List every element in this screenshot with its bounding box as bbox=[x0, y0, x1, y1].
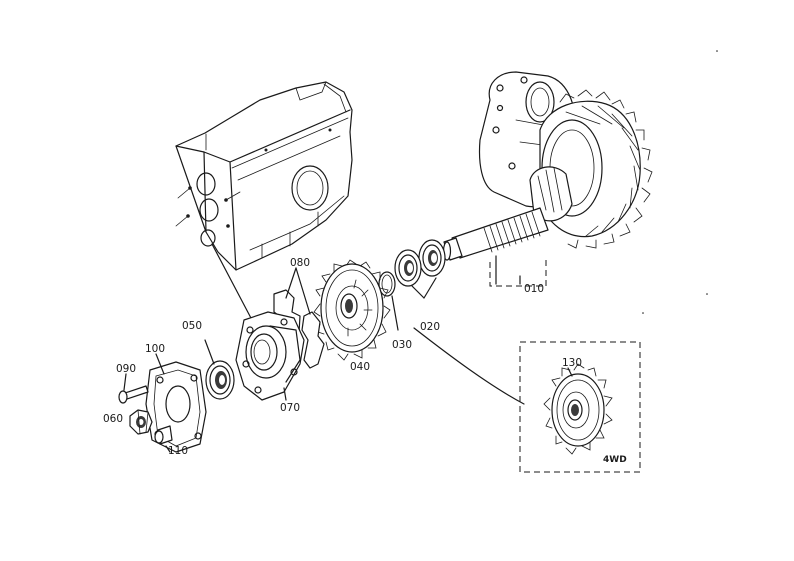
snap-ring-030 bbox=[378, 271, 399, 331]
label-110: 110 bbox=[168, 445, 188, 457]
label-090: 090 bbox=[116, 363, 136, 375]
gear-040 bbox=[313, 259, 391, 361]
label-060: 060 bbox=[103, 413, 123, 425]
speck bbox=[642, 312, 644, 314]
label-010: 010 bbox=[524, 283, 544, 295]
cover-070 bbox=[235, 311, 305, 401]
pinion-shaft bbox=[442, 207, 549, 287]
label-070: 070 bbox=[280, 402, 300, 414]
gear-130 bbox=[543, 363, 613, 455]
label-030: 030 bbox=[392, 339, 412, 351]
nut-060 bbox=[129, 409, 153, 435]
differential-ring-gear bbox=[478, 71, 653, 249]
inset-4wd-box bbox=[519, 341, 641, 473]
label-130: 130 bbox=[562, 357, 582, 369]
speck bbox=[706, 293, 708, 295]
leader-housing-to-cover bbox=[211, 243, 253, 321]
bolt-110 bbox=[154, 425, 173, 453]
label-050: 050 bbox=[182, 320, 202, 332]
label-080: 080 bbox=[290, 257, 310, 269]
label-040: 040 bbox=[350, 361, 370, 373]
label-100: 100 bbox=[145, 343, 165, 355]
label-020: 020 bbox=[420, 321, 440, 333]
bearing-020-pair bbox=[394, 239, 446, 299]
speck bbox=[716, 50, 718, 52]
bearing-050 bbox=[204, 339, 235, 400]
bolt-090 bbox=[118, 373, 149, 404]
leader-to-inset bbox=[413, 327, 525, 405]
label-4wd: 4WD bbox=[603, 455, 627, 465]
transmission-case bbox=[175, 81, 353, 271]
